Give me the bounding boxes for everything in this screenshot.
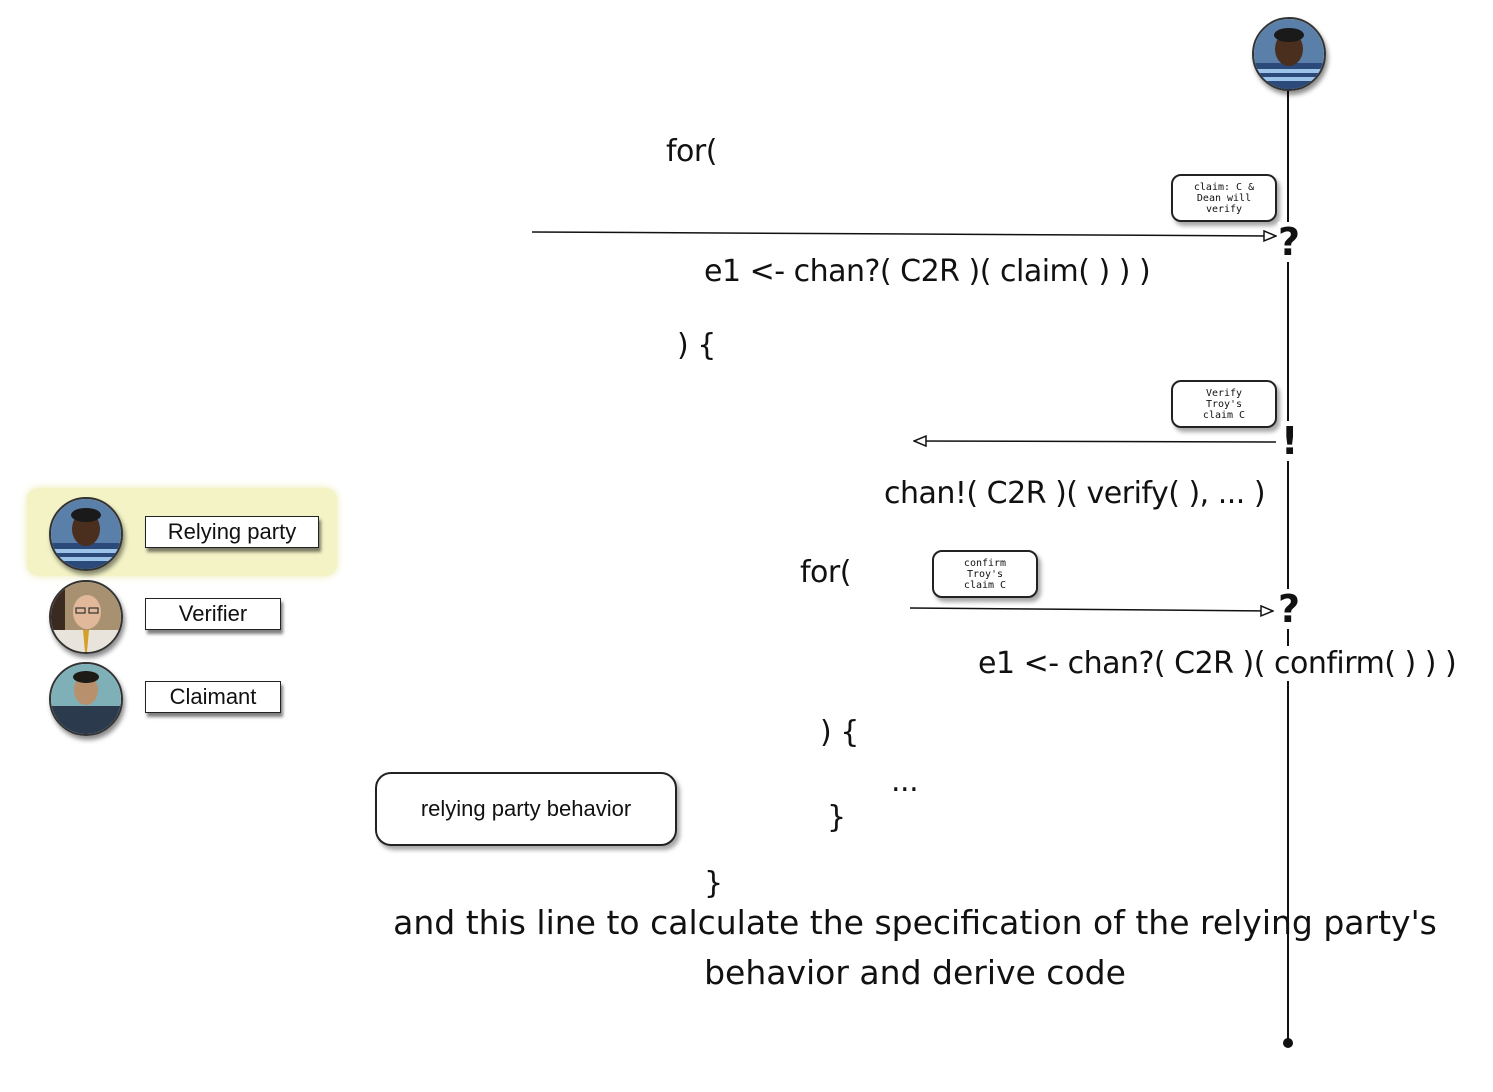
- send-marker: !: [1281, 419, 1299, 463]
- caption: and this line to calculate the specifica…: [393, 903, 1437, 992]
- claim-note: claim: C & Dean will verify: [1171, 174, 1277, 222]
- lifeline-end-dot: [1283, 1038, 1293, 1048]
- legend-label-verifier[interactable]: Verifier: [145, 598, 281, 630]
- verify-arrow: [914, 441, 1277, 442]
- receive-marker: ?: [1278, 220, 1301, 264]
- legend-relying-party-avatar[interactable]: [49, 497, 123, 571]
- code-close-brace-1: }: [704, 866, 723, 901]
- code-for-2: for(: [800, 555, 851, 590]
- code-open-brace-1: ) {: [677, 328, 716, 363]
- legend-label-relying-party[interactable]: Relying party: [145, 516, 319, 548]
- claimant-portrait-icon: [51, 664, 121, 734]
- confirm-note: confirm Troy's claim C: [932, 550, 1038, 598]
- verifier-portrait-icon: [51, 582, 121, 652]
- claim-arrow: [531, 232, 1276, 236]
- code-close-brace-2: }: [827, 800, 846, 835]
- code-for-1: for(: [666, 134, 717, 169]
- verify-note: Verify Troy's claim C: [1171, 380, 1277, 428]
- legend-claimant-avatar[interactable]: [49, 662, 123, 736]
- legend-verifier-avatar[interactable]: [49, 580, 123, 654]
- relying-party-portrait-icon: [1254, 19, 1324, 89]
- code-open-brace-2: ) {: [820, 715, 859, 750]
- code-receive-claim: e1 <- chan?( C2R )( claim( ) ) ): [704, 254, 1151, 289]
- relying-party-avatar: [1252, 17, 1326, 91]
- receive-marker-2: ?: [1278, 587, 1301, 631]
- relying-party-portrait-icon: [51, 499, 121, 569]
- legend-label-claimant[interactable]: Claimant: [145, 681, 281, 713]
- confirm-arrow: [909, 608, 1273, 611]
- code-send-verify: chan!( C2R )( verify( ), ... ): [884, 476, 1266, 511]
- code-receive-confirm: e1 <- chan?( C2R )( confirm( ) ) ): [978, 646, 1457, 681]
- code-ellipsis: ...: [891, 764, 919, 799]
- relying-party-behavior-box[interactable]: relying party behavior: [375, 772, 677, 846]
